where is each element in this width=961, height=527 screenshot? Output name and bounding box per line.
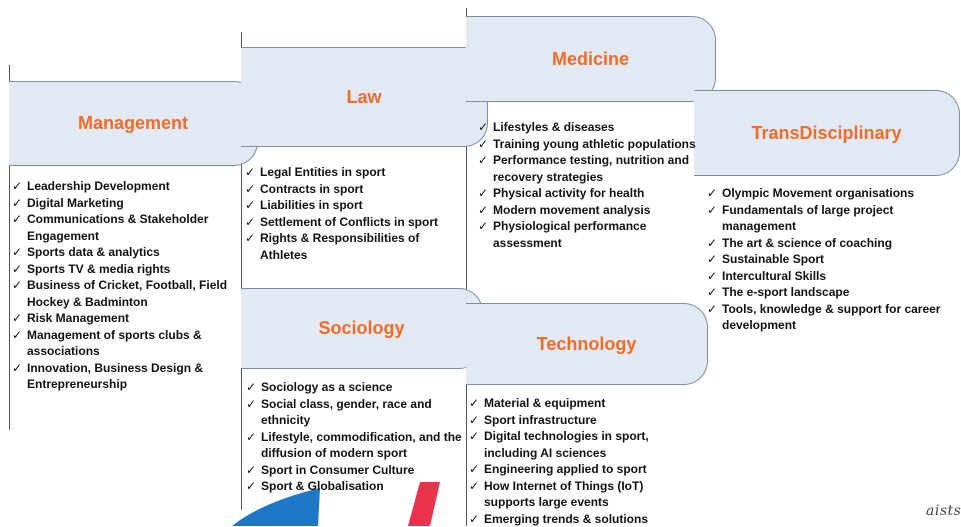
list-sociology: Sociology as a science Social class, gen… bbox=[244, 379, 462, 495]
list-item: Liabilities in sport bbox=[243, 197, 465, 214]
list-item: Settlement of Conflicts in sport bbox=[243, 214, 465, 231]
list-item: Olympic Movement organisations bbox=[705, 185, 957, 202]
list-law: Legal Entities in sport Contracts in spo… bbox=[243, 164, 465, 263]
list-item: The e-sport landscape bbox=[705, 284, 957, 301]
card-transdisciplinary: TransDisciplinary bbox=[694, 90, 960, 176]
list-item: Performance testing, nutrition and recov… bbox=[476, 152, 696, 185]
list-item: Rights & Responsibilities of Athletes bbox=[243, 230, 465, 263]
list-item: Risk Management bbox=[10, 310, 232, 327]
list-medicine: Lifestyles & diseases Training young ath… bbox=[476, 119, 696, 251]
list-item: Sport in Consumer Culture bbox=[244, 462, 462, 479]
list-item: Training young athletic populations bbox=[476, 136, 696, 153]
list-item: Sports TV & media rights bbox=[10, 261, 232, 278]
list-item: Leadership Development bbox=[10, 178, 232, 195]
list-transdisciplinary: Olympic Movement organisations Fundament… bbox=[705, 185, 957, 334]
list-technology: Material & equipment Sport infrastructur… bbox=[467, 395, 691, 527]
list-item: Lifestyle, commodification, and the diff… bbox=[244, 429, 462, 462]
card-title-medicine: Medicine bbox=[552, 49, 629, 70]
list-item: Innovation, Business Design & Entreprene… bbox=[10, 360, 232, 393]
list-item: Lifestyles & diseases bbox=[476, 119, 696, 136]
list-item: Business of Cricket, Football, Field Hoc… bbox=[10, 277, 232, 310]
card-management: Management bbox=[9, 81, 258, 166]
list-item: Management of sports clubs & association… bbox=[10, 327, 232, 360]
list-item: Intercultural Skills bbox=[705, 268, 957, 285]
list-item: Sports data & analytics bbox=[10, 244, 232, 261]
list-item: Sociology as a science bbox=[244, 379, 462, 396]
list-item: Communications & Stakeholder Engagement bbox=[10, 211, 232, 244]
list-item: Sport & Globalisation bbox=[244, 478, 462, 495]
card-title-technology: Technology bbox=[537, 334, 637, 355]
list-item: Sport infrastructure bbox=[467, 412, 691, 429]
list-item: How Internet of Things (IoT) supports la… bbox=[467, 478, 691, 511]
card-title-transdisciplinary: TransDisciplinary bbox=[751, 123, 901, 144]
list-item: Contracts in sport bbox=[243, 181, 465, 198]
list-item: Physiological performance assessment bbox=[476, 218, 696, 251]
list-item: Modern movement analysis bbox=[476, 202, 696, 219]
list-item: Fundamentals of large project management bbox=[705, 202, 957, 235]
list-item: Material & equipment bbox=[467, 395, 691, 412]
card-title-law: Law bbox=[346, 87, 381, 108]
list-item: Social class, gender, race and ethnicity bbox=[244, 396, 462, 429]
list-item: Digital Marketing bbox=[10, 195, 232, 212]
card-sociology: Sociology bbox=[241, 288, 483, 369]
card-title-management: Management bbox=[78, 113, 188, 134]
brand-logo-text: aists bbox=[926, 503, 961, 519]
card-medicine: Medicine bbox=[466, 16, 716, 102]
list-item: Emerging trends & solutions bbox=[467, 511, 691, 527]
list-item: The art & science of coaching bbox=[705, 235, 957, 252]
list-item: Physical activity for health bbox=[476, 185, 696, 202]
list-item: Sustainable Sport bbox=[705, 251, 957, 268]
list-item: Tools, knowledge & support for career de… bbox=[705, 301, 957, 334]
list-item: Legal Entities in sport bbox=[243, 164, 465, 181]
list-item: Digital technologies in sport, including… bbox=[467, 428, 691, 461]
card-technology: Technology bbox=[466, 303, 708, 385]
card-law: Law bbox=[241, 47, 488, 147]
card-title-sociology: Sociology bbox=[318, 318, 404, 339]
list-item: Engineering applied to sport bbox=[467, 461, 691, 478]
list-management: Leadership Development Digital Marketing… bbox=[10, 178, 232, 393]
